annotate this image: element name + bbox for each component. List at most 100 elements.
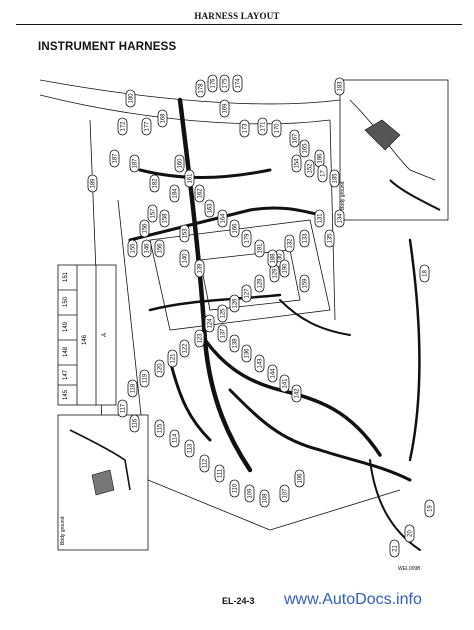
connector-label: 184 — [173, 188, 179, 199]
connector-label: 186 — [318, 153, 324, 164]
connector-callout: 124 — [204, 314, 215, 333]
page-header: HARNESS LAYOUT — [0, 0, 474, 28]
connector-label: 153 — [183, 228, 189, 239]
connector-callout: 180 — [125, 89, 136, 108]
connector-label: 187 — [113, 153, 119, 164]
connector-callout: 140 — [179, 249, 190, 268]
connector-callout: 18 — [419, 264, 430, 283]
connector-callout: 114 — [169, 429, 180, 448]
connector-callout: 175 — [219, 74, 230, 93]
connector-label: 126 — [233, 298, 239, 309]
connector-callout: 166 — [229, 219, 240, 238]
connector-callout: 134 — [334, 209, 345, 228]
connector-label: 177 — [145, 121, 151, 132]
connector-label: 18 — [423, 270, 429, 277]
connector-label: 131 — [318, 213, 324, 224]
section-title: INSTRUMENT HARNESS — [38, 41, 177, 53]
inset-bottom-left: Body ground — [57, 414, 149, 551]
connector-callout: 125 — [217, 304, 228, 323]
connector-label: 164 — [221, 213, 227, 224]
connector-label: 152 — [308, 163, 314, 174]
inset-table-label: 148 — [63, 346, 69, 357]
connector-callout: 123 — [194, 329, 205, 348]
connector-label: 123 — [198, 333, 204, 344]
connector-callout: 159 — [299, 274, 310, 293]
connector-label: 156 — [143, 223, 149, 234]
connector-label: 118 — [131, 383, 137, 393]
connector-label: 179 — [245, 233, 251, 244]
connector-callout: 158 — [159, 209, 170, 228]
connector-callout: 110 — [229, 479, 240, 498]
connector-callout: 170 — [271, 119, 282, 138]
body-ground-label-2: Body ground — [60, 516, 66, 545]
connector-label: 166 — [233, 223, 239, 234]
connector-callout: 119 — [139, 369, 150, 388]
connector-label: 125 — [221, 308, 227, 319]
connector-callout: 169 — [219, 99, 230, 118]
connector-callout: 179 — [241, 229, 252, 248]
connector-callout: 171 — [257, 117, 268, 136]
inset-table-label: 147 — [63, 369, 69, 380]
connector-label: 109 — [248, 488, 254, 499]
connector-label: 133 — [303, 233, 309, 244]
connector-label: 188 — [271, 253, 277, 264]
connector-callout: 108 — [259, 489, 270, 508]
header-title: HARNESS LAYOUT — [194, 11, 280, 21]
connector-label: 140 — [183, 253, 189, 264]
connector-label: 168 — [161, 113, 167, 124]
connector-callout: 152 — [304, 159, 315, 178]
connector-callout: 146 — [141, 239, 152, 258]
harness-trunks — [128, 97, 421, 551]
connector-callout: 184 — [169, 184, 180, 203]
connector-callout: 131 — [314, 209, 325, 228]
connector-callout: 111 — [214, 464, 225, 483]
connector-callout: 162 — [194, 184, 205, 203]
connector-callout: 136 — [241, 344, 252, 363]
connector-callout: 188 — [267, 249, 278, 268]
inset-table-label: 150 — [63, 296, 69, 307]
connector-label: 158 — [163, 213, 169, 224]
connector-label: 117 — [121, 403, 127, 413]
connector-callout: 141 — [279, 374, 290, 393]
inset-marker: A — [102, 333, 108, 337]
connector-callout: 126 — [229, 294, 240, 313]
connector-callout: 122 — [179, 339, 190, 358]
connector-label: 159 — [303, 278, 309, 289]
connector-callout: 21 — [389, 539, 400, 558]
connector-callout: 161 — [184, 169, 195, 188]
connector-callout: 121 — [167, 349, 178, 368]
inset-table-label: 146 — [82, 334, 88, 345]
connector-callout: 187 — [109, 149, 120, 168]
connector-callout: 128 — [254, 274, 265, 293]
connector-label: 19 — [428, 505, 434, 512]
connector-callout: 186 — [314, 149, 325, 168]
connector-callout: 165 — [299, 139, 310, 158]
connector-label: 124 — [208, 318, 214, 329]
connector-label: 154 — [295, 158, 301, 169]
connector-label: 189 — [91, 178, 97, 189]
connector-callout: 143 — [254, 354, 265, 373]
connector-label: 144 — [271, 368, 277, 379]
connector-label: 17 — [321, 170, 327, 177]
connector-label: 171 — [261, 121, 267, 132]
connector-label: 137 — [221, 328, 227, 339]
connector-label: 160 — [178, 158, 184, 169]
connector-callout: 154 — [291, 154, 302, 173]
page-number: EL-24-3 — [222, 596, 255, 606]
connector-label: 183 — [338, 81, 344, 92]
connector-label: 174 — [236, 78, 242, 89]
connector-callout: 174 — [232, 74, 243, 93]
connector-label: 127 — [245, 288, 251, 299]
connector-label: 130 — [278, 253, 284, 264]
connector-callout: 182 — [149, 174, 160, 193]
connector-callout: 189 — [87, 174, 98, 193]
connector-callout: 116 — [129, 414, 140, 433]
connector-callout: 157 — [147, 204, 158, 223]
connector-label: 120 — [158, 363, 164, 374]
connector-label: 143 — [258, 358, 264, 369]
connector-label: 141 — [283, 378, 289, 389]
connector-callout: 17 — [317, 164, 328, 183]
connector-callout: 107 — [279, 484, 290, 503]
connector-callout: 106 — [294, 469, 305, 488]
